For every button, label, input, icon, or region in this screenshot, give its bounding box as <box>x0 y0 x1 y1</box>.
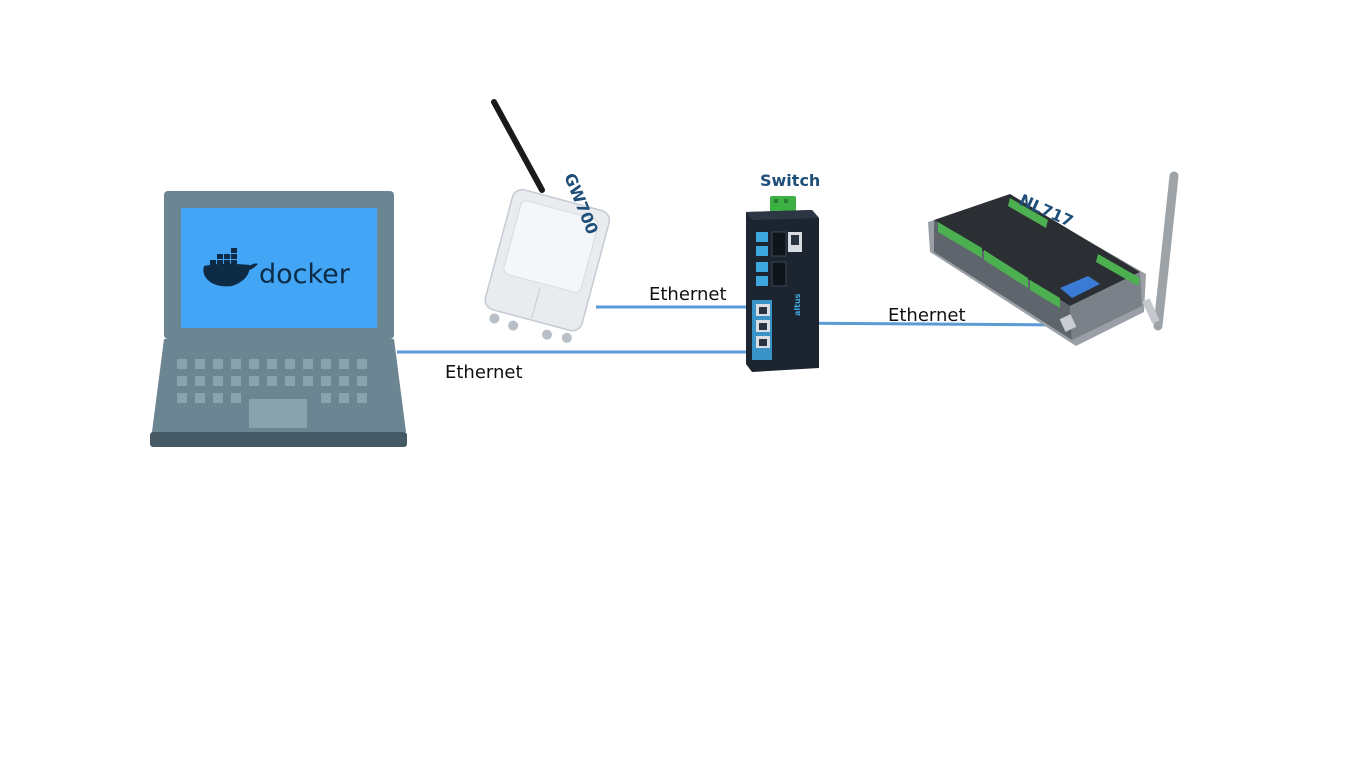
ethernet-label-laptop-switch: Ethernet <box>445 362 523 383</box>
plc-controller-icon <box>928 171 1179 346</box>
ethernet-label-gateway-switch: Ethernet <box>649 284 727 305</box>
gateway-antenna <box>491 99 545 193</box>
laptop-touchpad <box>249 399 307 428</box>
docker-whale-icon <box>203 248 258 287</box>
laptop-keys <box>177 359 367 403</box>
controller-antenna <box>1153 171 1179 331</box>
ethernet-switch-icon: altus <box>746 196 819 372</box>
ethernet-label-switch-controller: Ethernet <box>888 305 966 326</box>
laptop-base <box>150 432 407 447</box>
cables <box>397 305 1069 354</box>
wireless-gateway-icon <box>484 99 611 343</box>
laptop-icon: docker <box>150 191 407 447</box>
controller-module <box>1060 276 1100 298</box>
cable-switch-controller <box>769 321 1069 327</box>
switch-brand-text: altus <box>793 293 802 316</box>
docker-wordmark: docker <box>259 259 351 290</box>
switch-label: Switch <box>760 171 820 190</box>
